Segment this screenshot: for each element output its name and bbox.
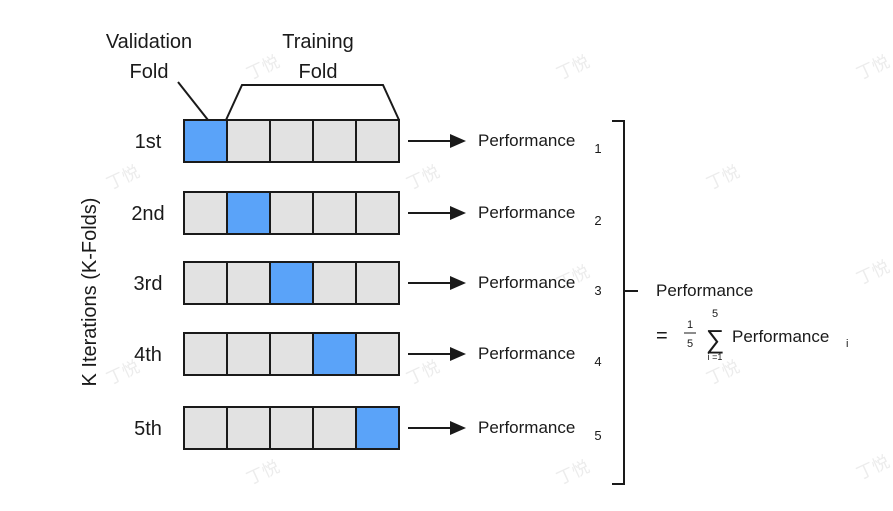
training-bracket [225,84,400,121]
fold-row: 3rd Performance 3 [134,261,602,305]
training-fold-cell [312,261,357,305]
arrow-head-icon [450,276,466,290]
summation-term-subscript: i [846,338,848,350]
training-fold-cell [355,119,400,163]
summation-term: Performance [732,327,829,346]
watermark: 丁悦 [554,52,593,84]
watermark: 丁悦 [554,457,593,489]
sigma-icon: ∑ [706,324,725,354]
watermark: 丁悦 [854,257,893,289]
validation-fold-cell [269,261,314,305]
training-fold-cell [226,119,271,163]
performance-label: Performance [478,344,575,363]
watermark: 丁悦 [404,357,443,389]
arrow-head-icon [450,206,466,220]
iteration-label: 5th [134,418,162,440]
validation-pointer-line [177,81,209,121]
training-fold-cell [226,406,271,450]
validation-fold-cell [355,406,400,450]
fraction-denominator: 5 [687,338,693,350]
performance-subscript: 2 [594,213,601,228]
performance-label: Performance [478,273,575,292]
arrow-head-icon [450,421,466,435]
training-fold-cell [226,332,271,376]
fraction-numerator: 1 [687,319,693,331]
validation-fold-cell [226,191,271,235]
training-fold-cell [355,332,400,376]
watermark: 丁悦 [854,452,893,484]
performance-subscript: 5 [594,428,601,443]
training-fold-label-line1: Training [282,31,354,53]
training-fold-cell [183,261,228,305]
watermark: 丁悦 [404,162,443,194]
performance-subscript: 1 [594,141,601,156]
summary-title: Performance [656,281,753,300]
fold-row: 2nd Performance 2 [131,191,602,235]
validation-fold-cell [312,332,357,376]
training-fold-cell [183,332,228,376]
performance-label: Performance [478,203,575,222]
iteration-label: 4th [134,344,162,366]
sum-upper-limit: 5 [712,308,718,320]
performance-formula: Performance = 1 5 5 ∑ i =1 Performance i [656,281,848,362]
watermark: 丁悦 [244,52,283,84]
training-fold-cell [269,332,314,376]
watermark: 丁悦 [244,457,283,489]
training-fold-cell [355,191,400,235]
performance-label: Performance [478,131,575,150]
summary-brace [612,120,625,485]
validation-fold-label-line1: Validation [106,31,192,53]
training-fold-cell [312,406,357,450]
performance-subscript: 4 [594,354,601,369]
training-fold-cell [226,261,271,305]
iteration-label: 3rd [134,273,163,295]
watermark: 丁悦 [854,52,893,84]
training-fold-cell [269,191,314,235]
performance-label: Performance [478,418,575,437]
training-fold-label-line2: Fold [299,61,338,83]
training-fold-cell [269,406,314,450]
training-fold-cell [269,119,314,163]
watermark: 丁悦 [704,162,743,194]
training-fold-cell [183,191,228,235]
fold-row: 1st Performance 1 [135,119,602,163]
training-fold-cell [312,191,357,235]
training-fold-cell [183,406,228,450]
watermark: 丁悦 [104,162,143,194]
arrow-head-icon [450,347,466,361]
fold-row: 4th Performance 4 [134,332,602,376]
iteration-label: 1st [135,131,162,153]
iteration-label: 2nd [131,203,164,225]
training-fold-cell [312,119,357,163]
training-fold-cell [355,261,400,305]
arrow-head-icon [450,134,466,148]
validation-fold-cell [183,119,228,163]
equals-sign: = [656,325,668,347]
k-iterations-axis-label: K Iterations (K-Folds) [79,198,101,387]
sum-lower-limit: i =1 [708,352,723,362]
performance-subscript: 3 [594,283,601,298]
fold-row: 5th Performance 5 [134,406,602,450]
validation-fold-label-line2: Fold [130,61,169,83]
